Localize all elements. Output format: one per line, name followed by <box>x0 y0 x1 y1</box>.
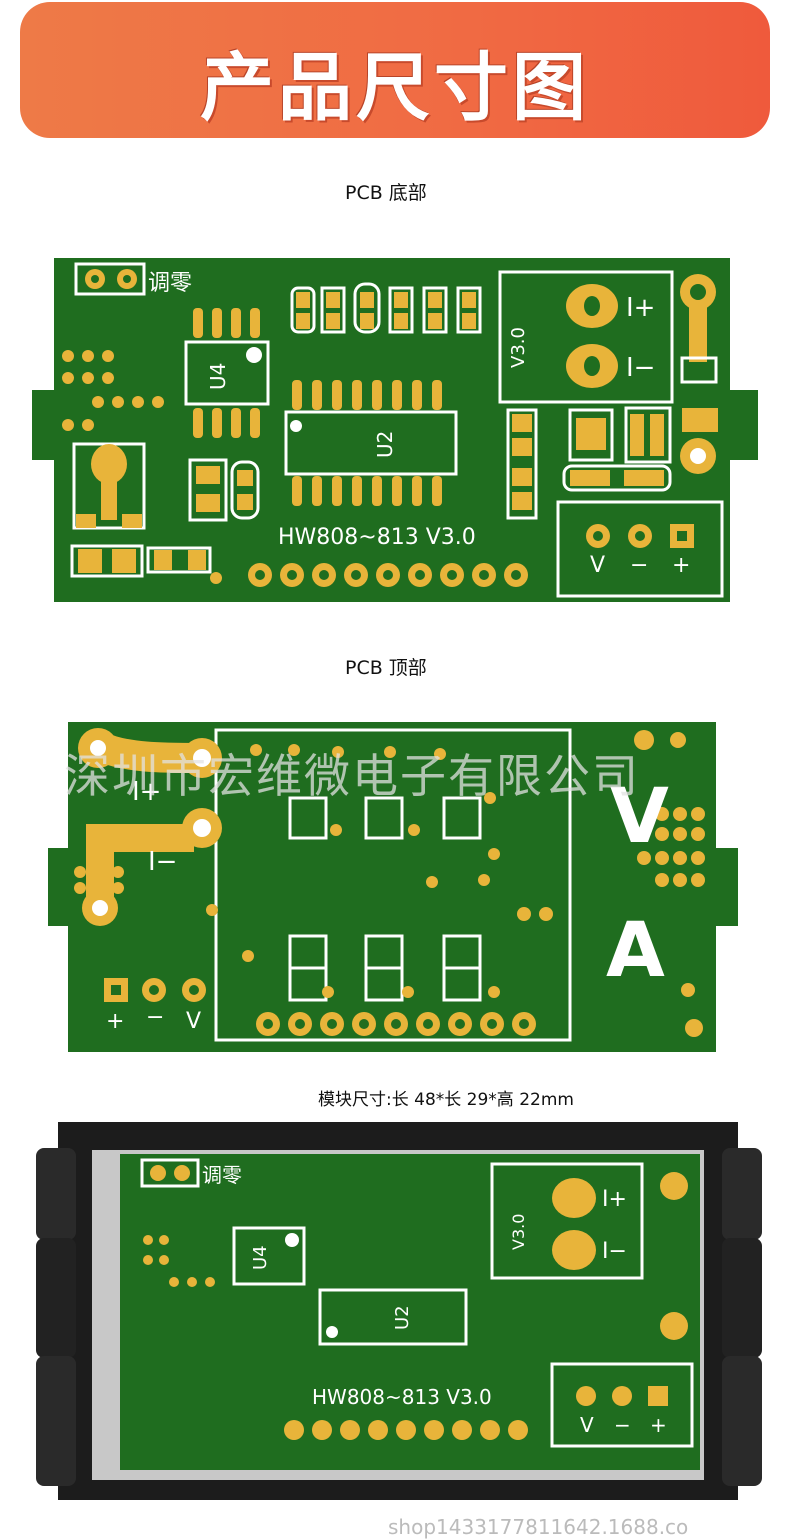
top-label-i-plus: I+ <box>132 777 161 807</box>
top-pin-label-3: V <box>186 1009 201 1034</box>
module-label-version: V3.0 <box>509 1214 528 1250</box>
label-u4: U4 <box>206 363 230 390</box>
pin-label-3: + <box>672 553 690 578</box>
caption-pcb-bottom: PCB 底部 <box>345 182 427 204</box>
watermark-url: shop1433177811642.1688.co <box>388 1515 689 1539</box>
top-label-amp: A <box>606 905 665 994</box>
top-pin-label-2: − <box>146 1005 164 1030</box>
label-i-minus: I− <box>626 353 655 383</box>
top-label-volt: V <box>610 771 669 860</box>
title-banner: 产品尺寸图 <box>20 2 770 138</box>
pcb-top-image: I+ I− + − V V A <box>48 722 738 1052</box>
label-version: V3.0 <box>508 327 529 368</box>
module-pin-2: − <box>614 1413 631 1437</box>
module-pin-3: + <box>650 1413 667 1437</box>
pcb-bottom-image: 调零 U4 <box>32 258 758 602</box>
label-zero-adjust: 调零 <box>148 271 192 296</box>
top-label-i-minus: I− <box>148 847 177 877</box>
module-label-i-plus: I+ <box>602 1187 627 1212</box>
label-i-plus: I+ <box>626 293 655 323</box>
module-label-i-minus: I− <box>602 1239 627 1264</box>
module-label-u2: U2 <box>392 1305 413 1330</box>
module-pin-1: V <box>580 1413 594 1437</box>
caption-pcb-top: PCB 顶部 <box>345 657 427 679</box>
banner-title: 产品尺寸图 <box>200 45 590 131</box>
module-label-zero-adjust: 调零 <box>202 1163 242 1187</box>
label-model: HW808~813 V3.0 <box>278 525 476 550</box>
module-photo: 调零 U4 U2 HW808~813 V3.0 V3.0 I+ I− V − + <box>36 1122 762 1500</box>
caption-module-size: 模块尺寸:长 48*长 29*高 22mm <box>318 1090 574 1110</box>
module-label-model: HW808~813 V3.0 <box>312 1385 492 1409</box>
module-label-u4: U4 <box>250 1245 271 1270</box>
label-u2: U2 <box>373 431 397 458</box>
pin-label-1: V <box>590 553 605 578</box>
watermark-company: 深圳市宏维微电子有限公司 <box>64 749 640 803</box>
top-pin-label-1: + <box>106 1009 124 1034</box>
pin-label-2: − <box>630 553 648 578</box>
